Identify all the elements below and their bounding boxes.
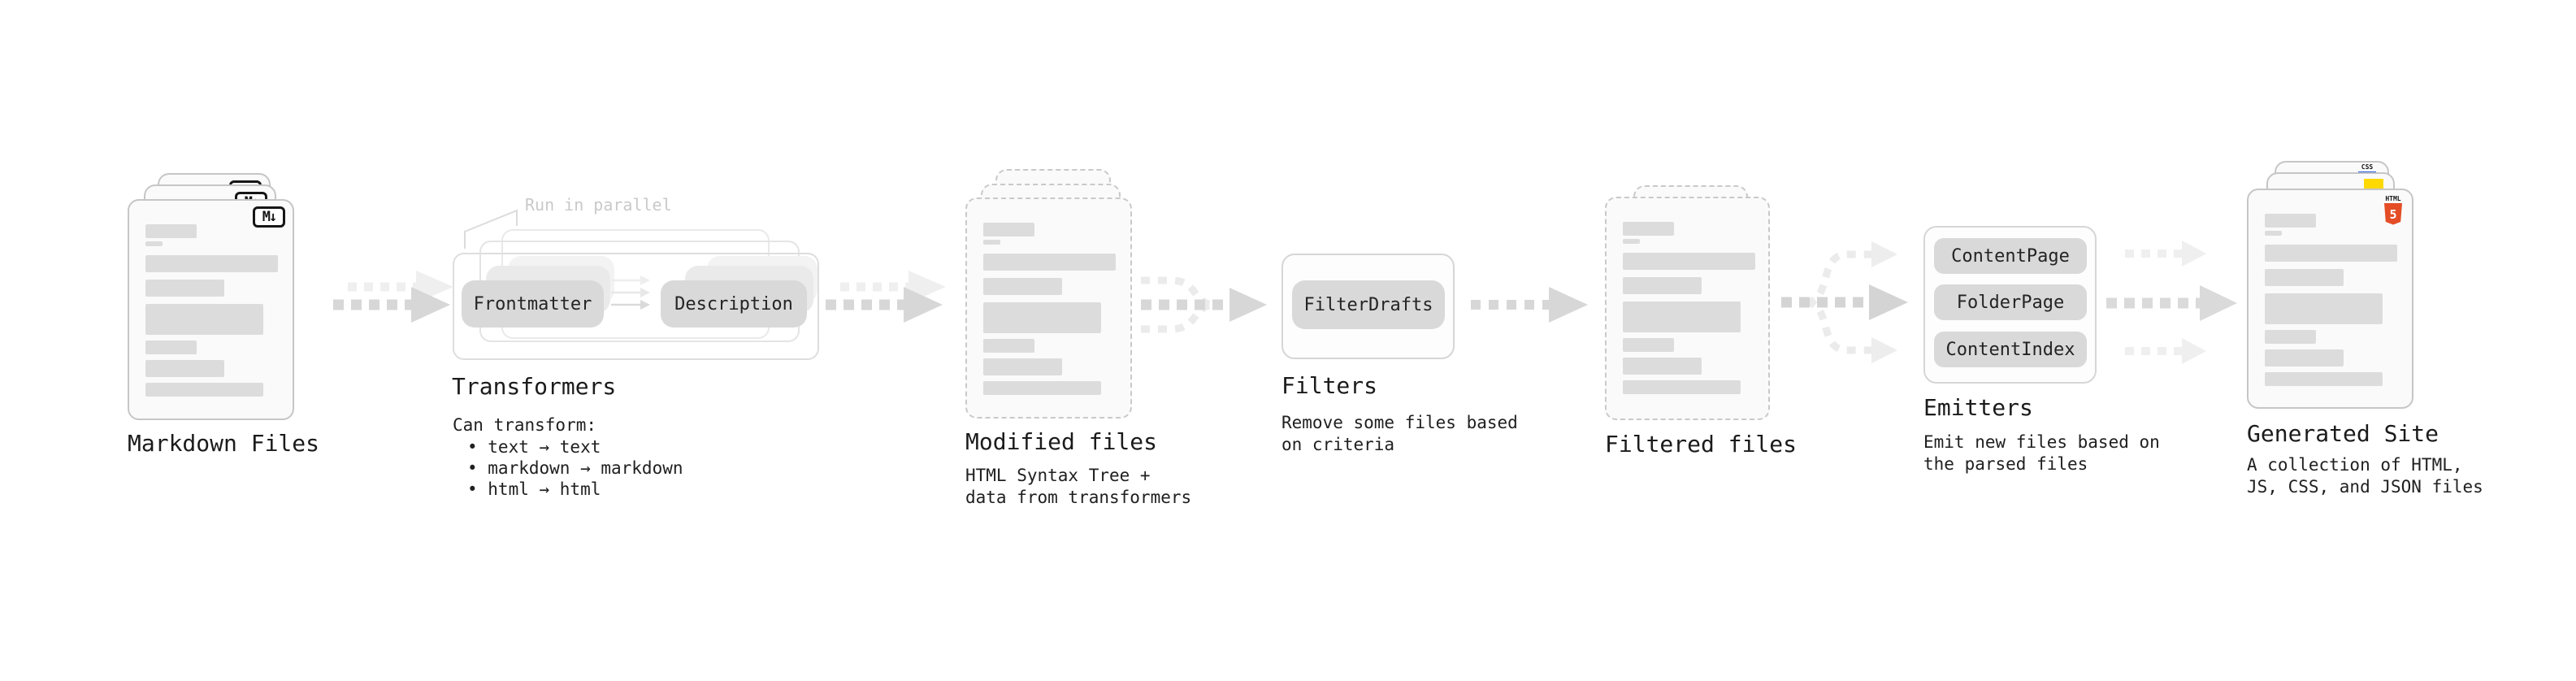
text-placeholder-bar: [145, 304, 263, 335]
arrow-converge-modified-to-filters: [1141, 276, 1267, 333]
text-placeholder-bar: [983, 223, 1034, 236]
arrow-markdown-to-transformers: [333, 271, 453, 323]
text-placeholder-bar: [2265, 372, 2383, 386]
transformer-node-frontmatter: Frontmatter: [462, 280, 604, 327]
transformer-node-description: Description: [661, 280, 807, 327]
text-placeholder-bar: [983, 358, 1062, 375]
filter-node-filterdrafts: FilterDrafts: [1292, 280, 1445, 329]
text-placeholder-bar: [983, 381, 1101, 395]
text-placeholder-bar: [145, 280, 224, 297]
run-in-parallel-note: Run in parallel: [525, 195, 672, 215]
document-text-placeholder: [983, 223, 1116, 395]
emitter-node-contentpage: ContentPage: [1934, 238, 2087, 274]
text-placeholder-bar: [2265, 349, 2344, 367]
text-placeholder-bar: [1623, 301, 1741, 332]
arrow-filters-to-filtered: [1471, 287, 1588, 323]
generated-site-caption: A collection of HTML, JS, CSS, and JSON …: [2247, 455, 2483, 497]
text-placeholder-bar: [1623, 253, 1755, 270]
document-text-placeholder: [145, 224, 278, 397]
svg-text:HTML: HTML: [2385, 195, 2400, 202]
emitters-title: Emitters: [1923, 394, 2033, 421]
filters-caption: Remove some files based on criteria: [1281, 413, 1518, 454]
modified-files-label: Modified files: [965, 428, 1158, 455]
emitters-caption: Emit new files based on the parsed files: [1923, 432, 2160, 474]
emitter-node-folderpage: FolderPage: [1934, 284, 2087, 320]
text-placeholder-bar: [2265, 330, 2316, 344]
text-placeholder-bar: [2265, 293, 2383, 324]
js-icon: [2364, 179, 2383, 189]
arrow-transformers-to-modified: [826, 271, 946, 323]
text-placeholder-bar: [2265, 245, 2397, 262]
transform-pipe-arrows-icon: [611, 275, 650, 310]
text-placeholder-bar: [145, 224, 197, 238]
text-placeholder-bar: [1623, 239, 1640, 244]
text-placeholder-bar: [145, 340, 197, 354]
modified-file-card-front: [965, 197, 1132, 419]
text-placeholder-bar: [1623, 222, 1674, 236]
text-placeholder-bar: [1623, 358, 1702, 375]
text-placeholder-bar: [2265, 214, 2316, 228]
filtered-files-label: Filtered files: [1605, 431, 1798, 458]
text-placeholder-bar: [145, 383, 263, 397]
text-placeholder-bar: [145, 255, 278, 272]
transformer-box-front: [453, 253, 819, 360]
text-placeholder-bar: [983, 278, 1062, 295]
transform-bullet: • text → text: [467, 437, 601, 457]
text-placeholder-bar: [983, 339, 1034, 353]
run-in-parallel-leader-line: [464, 209, 518, 249]
text-placeholder-bar: [2265, 269, 2344, 286]
svg-text:5: 5: [2389, 207, 2396, 222]
transform-bullet: • markdown → markdown: [467, 458, 683, 478]
html5-icon: HTML 5: [2384, 195, 2402, 225]
document-text-placeholder: [1623, 222, 1755, 394]
transformers-bullet-list: • text → text • markdown → markdown • ht…: [467, 436, 683, 500]
generated-site-label: Generated Site: [2247, 420, 2439, 447]
css-icon-label: CSS: [2361, 163, 2374, 171]
text-placeholder-bar: [1623, 277, 1702, 294]
transformers-caption: Can transform:: [453, 415, 597, 435]
modified-files-caption: HTML Syntax Tree + data from transformer…: [965, 466, 1192, 507]
emitter-node-contentindex: ContentIndex: [1934, 332, 2087, 367]
document-text-placeholder: [2265, 214, 2397, 386]
transform-bullet: • html → html: [467, 479, 601, 499]
arrows-emitters-to-site: [2106, 241, 2237, 364]
text-placeholder-bar: [983, 302, 1101, 333]
filtered-file-card-front: [1605, 197, 1770, 420]
text-placeholder-bar: [2265, 231, 2282, 236]
text-placeholder-bar: [145, 360, 224, 377]
text-placeholder-bar: [983, 254, 1116, 271]
text-placeholder-bar: [983, 240, 1000, 245]
arrow-fanout-filtered-to-emitters: [1781, 241, 1908, 363]
transformers-title: Transformers: [452, 373, 617, 400]
text-placeholder-bar: [145, 241, 163, 246]
markdown-icon: M↓: [253, 206, 285, 228]
markdown-file-card-front: M↓: [128, 199, 294, 420]
filters-title: Filters: [1281, 372, 1378, 399]
markdown-files-label: Markdown Files: [128, 430, 320, 457]
text-placeholder-bar: [1623, 338, 1674, 352]
text-placeholder-bar: [1623, 380, 1741, 394]
site-file-card-html: HTML 5: [2247, 189, 2413, 409]
